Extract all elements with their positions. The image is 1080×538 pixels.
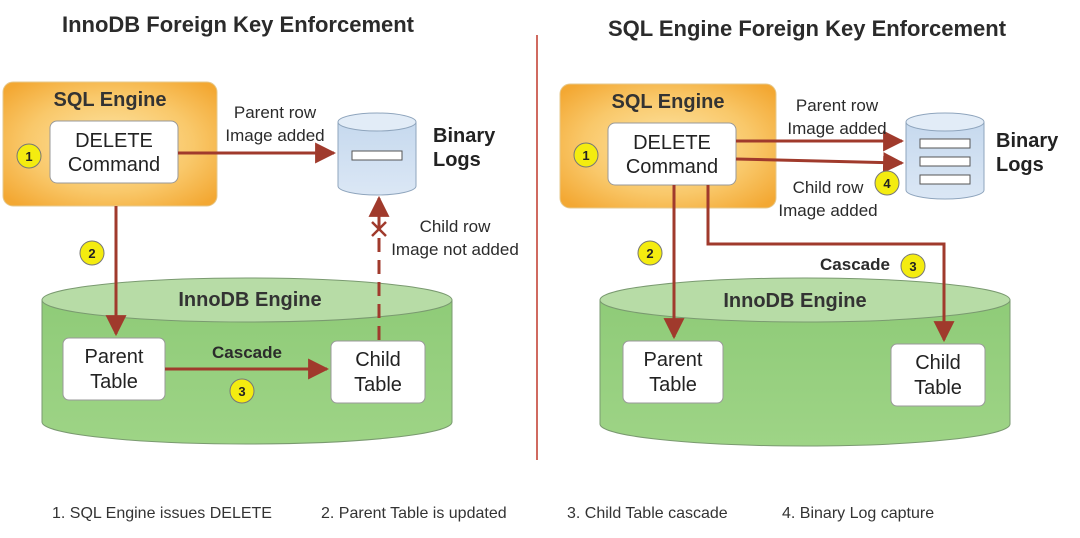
right-log-entry-3 [919, 174, 971, 185]
right-badge-2: 2 [637, 240, 663, 266]
legend-item-4: 4. Binary Log capture [782, 505, 935, 522]
right-delete-line1: DELETE [633, 132, 711, 154]
right-binary-logs: Binary Logs [905, 112, 1059, 200]
svg-text:1: 1 [25, 149, 32, 164]
left-panel: InnoDB Foreign Key Enforcement InnoDB En… [2, 12, 519, 445]
right-arrow-cascade [706, 185, 955, 343]
right-parent-row-line2: Image added [787, 119, 886, 138]
left-badge-1: 1 [16, 143, 42, 169]
left-title: InnoDB Foreign Key Enforcement [62, 12, 415, 37]
svg-text:3: 3 [238, 384, 245, 399]
left-parent-row-line1: Parent row [234, 103, 317, 122]
right-delete-command-box [607, 122, 737, 186]
left-badge-2: 2 [79, 240, 105, 266]
right-log-entry-2 [919, 156, 971, 167]
right-binary-line1: Binary [996, 130, 1059, 152]
left-cascade-label: Cascade [212, 343, 282, 362]
legend-item-3: 3. Child Table cascade [567, 505, 728, 522]
left-child-row-line1: Child row [420, 217, 492, 236]
svg-text:2: 2 [646, 246, 653, 261]
right-sql-engine: SQL Engine DELETE Command [559, 83, 777, 209]
left-parent-line1: Parent [85, 346, 144, 368]
left-log-entry [351, 150, 403, 161]
left-innodb-label: InnoDB Engine [178, 289, 321, 311]
left-delete-line1: DELETE [75, 130, 153, 152]
left-badge-3: 3 [229, 378, 255, 404]
right-sql-engine-label: SQL Engine [612, 91, 725, 113]
diagram-canvas: InnoDB Foreign Key Enforcement InnoDB En… [2, 12, 1059, 460]
svg-text:4: 4 [883, 176, 891, 191]
svg-text:3: 3 [909, 259, 916, 274]
right-innodb-cylinder: InnoDB Engine [599, 277, 1011, 447]
left-sql-engine: SQL Engine DELETE Command [2, 81, 218, 207]
right-panel: SQL Engine Foreign Key Enforcement InnoD… [559, 16, 1059, 447]
x-mark-icon [371, 221, 387, 237]
right-child-line2: Table [914, 377, 962, 399]
right-binary-line2: Logs [996, 154, 1044, 176]
right-badge-4: 4 [874, 170, 900, 196]
svg-text:2: 2 [88, 246, 95, 261]
left-delete-line2: Command [68, 154, 160, 176]
right-log-entry-1 [919, 138, 971, 149]
left-child-line1: Child [355, 349, 401, 371]
left-sql-engine-label: SQL Engine [54, 89, 167, 111]
right-child-row-line2: Image added [778, 201, 877, 220]
left-binary-line1: Binary [433, 125, 496, 147]
right-parent-row-line1: Parent row [796, 96, 879, 115]
right-title: SQL Engine Foreign Key Enforcement [608, 16, 1007, 41]
right-badge-1: 1 [573, 142, 599, 168]
right-parent-table [622, 340, 724, 404]
left-child-line2: Table [354, 374, 402, 396]
legend-item-1: 1. SQL Engine issues DELETE [52, 505, 272, 522]
right-delete-line2: Command [626, 156, 718, 178]
right-child-line1: Child [915, 352, 961, 374]
legend-item-2: 2. Parent Table is updated [321, 505, 507, 522]
left-child-table [330, 340, 426, 404]
right-parent-line2: Table [649, 374, 697, 396]
left-parent-row-line2: Image added [225, 126, 324, 145]
legend: 1. SQL Engine issues DELETE 2. Parent Ta… [0, 505, 1080, 529]
left-parent-line2: Table [90, 371, 138, 393]
right-child-table [890, 343, 986, 407]
right-parent-line1: Parent [644, 349, 703, 371]
left-binary-logs: Binary Logs [337, 112, 496, 196]
left-innodb-cylinder: InnoDB Engine [41, 277, 453, 445]
right-cascade-label: Cascade [820, 255, 890, 274]
right-child-row-line1: Child row [793, 178, 865, 197]
right-badge-3: 3 [900, 253, 926, 279]
svg-text:1: 1 [582, 148, 589, 163]
left-binary-line2: Logs [433, 149, 481, 171]
right-innodb-label: InnoDB Engine [723, 290, 866, 312]
left-child-row-line2: Image not added [391, 240, 519, 259]
right-arrow-child-image [735, 152, 905, 174]
